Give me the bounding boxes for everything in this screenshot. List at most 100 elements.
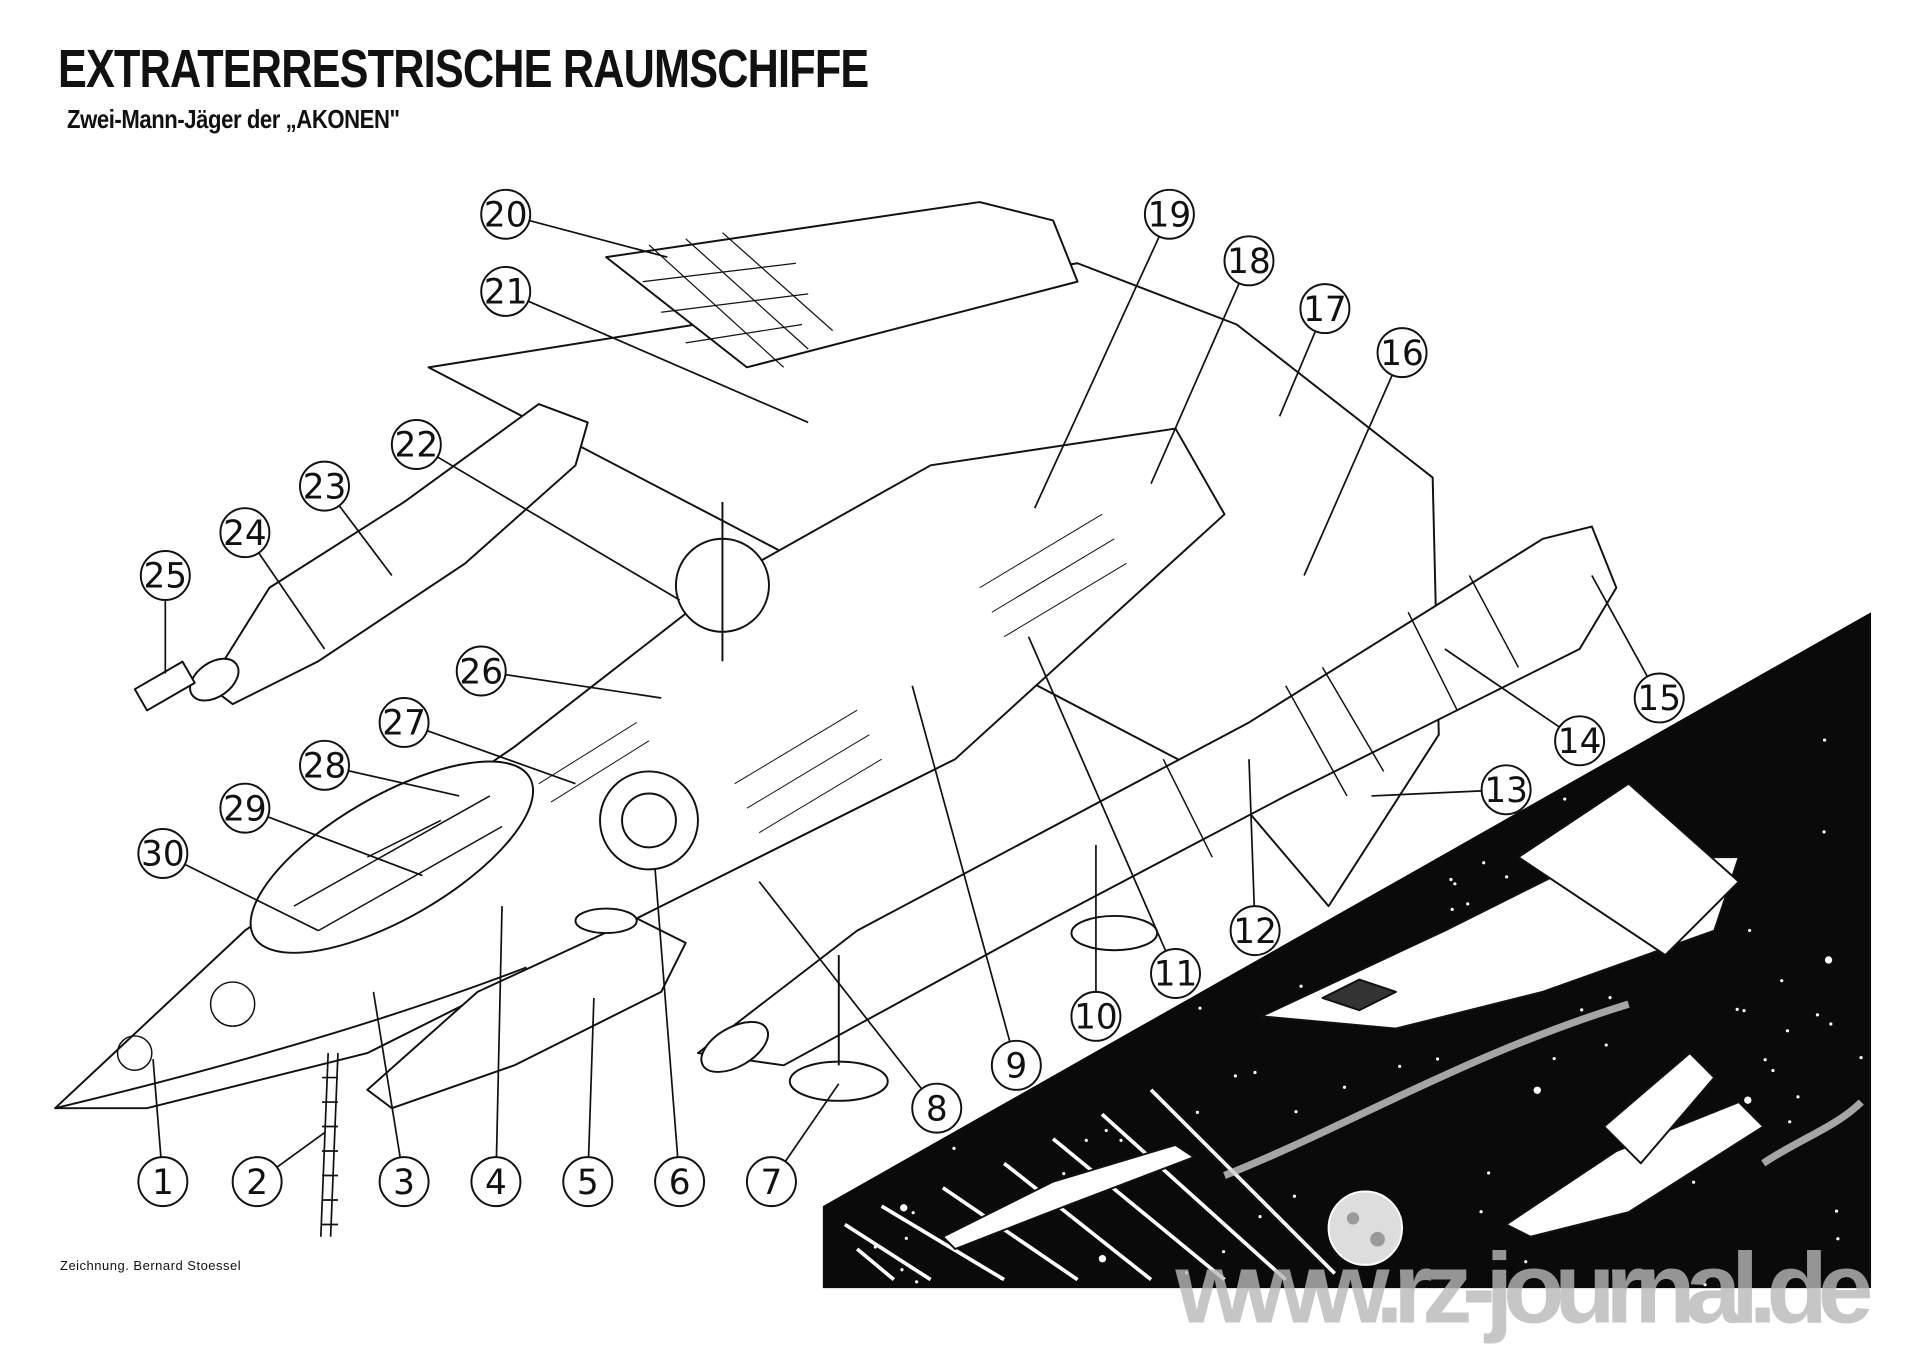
callout-circle [139,550,191,601]
leader-line [1150,282,1240,485]
star [1744,1096,1752,1104]
callout-12: 12 [1229,905,1281,957]
leader-line [529,219,668,258]
callout-circle [219,507,271,559]
callout-19: 19 [1143,188,1195,240]
star [1604,1043,1608,1047]
callout-circle [1299,283,1351,335]
callout-number: 5 [577,1163,599,1203]
leader-line [258,552,326,650]
star [1692,1180,1696,1184]
callout-13: 13 [1480,764,1532,816]
callout-24: 24 [219,507,271,559]
star [1253,1070,1257,1075]
callout-15: 15 [1633,672,1685,724]
right-pod [696,525,1618,1067]
callout-number: 21 [484,273,528,313]
callout-14: 14 [1554,715,1606,767]
leader-line [527,300,809,424]
callout-circle [137,828,189,879]
callout-circle [1070,990,1122,1042]
leader-line [911,685,1011,1042]
callout-28: 28 [299,739,350,791]
star [1505,875,1509,879]
star [1453,882,1457,886]
callout-16: 16 [1376,327,1428,379]
callout-20: 20 [480,188,532,240]
callout-27: 27 [378,696,430,748]
star [1771,1068,1775,1073]
star [1062,1172,1066,1176]
star [1552,1056,1556,1061]
callout-circle [231,1156,283,1208]
star [1742,1009,1746,1013]
callout-8: 8 [911,1082,963,1134]
fin-grid [642,232,834,368]
callout-number: 3 [393,1163,415,1203]
leader-line [1371,790,1482,797]
callout-22: 22 [390,419,442,470]
landing-gear-front [788,1060,889,1102]
watermark-text: www.rz-journal.de [1175,1232,1874,1344]
callout-3: 3 [378,1156,430,1208]
callout-circle [654,1156,706,1208]
background-ship-2 [1505,1052,1765,1238]
star [952,1146,956,1150]
callout-circle [299,739,350,791]
callout-circle [1143,188,1195,240]
callout-number: 16 [1380,334,1424,374]
leader-line [436,456,681,601]
callout-circle [1223,235,1275,287]
star [1788,1120,1792,1124]
leader-line [1591,575,1649,677]
callout-number: 2 [246,1163,268,1203]
landing-gear-rear [1070,914,1159,952]
callout-9: 9 [990,1039,1042,1091]
star [1221,1250,1226,1254]
callout-number: 8 [926,1089,948,1129]
callout-circle [455,645,507,697]
star [900,1268,904,1272]
star [1435,1057,1440,1061]
callout-circle [1633,672,1685,724]
star [1533,1086,1541,1094]
leader-line [587,997,595,1158]
callout-26: 26 [455,645,507,697]
leader-line [372,991,402,1158]
leader-line [152,1059,162,1158]
callout-circle [1229,905,1281,957]
callout-number: 20 [484,196,528,236]
star [1258,1215,1262,1219]
callout-number: 11 [1154,955,1198,995]
space-scene-illustration: www.rz-journal.de [822,612,1874,1344]
callout-23: 23 [299,460,350,512]
star [915,1280,919,1284]
callout-30: 30 [137,828,189,879]
star [1563,797,1567,801]
callout-circle [219,782,271,834]
callout-circle [562,1156,614,1208]
callout-18: 18 [1223,235,1275,287]
star [1098,1255,1107,1263]
callout-number: 19 [1148,196,1192,236]
page-title: EXTRATERRESTRISCHE RAUMSCHIFFE [58,39,869,99]
leader-line [1027,636,1167,952]
star [1482,861,1486,865]
leader-line [184,863,319,932]
callout-circle [1480,764,1532,816]
leader-line [1033,236,1160,509]
callout-circle [378,1156,430,1208]
callout-circle [378,696,430,748]
star [1859,1055,1863,1060]
star [1466,902,1470,906]
callout-number: 10 [1074,998,1118,1038]
missile [941,1143,1195,1250]
star [1184,1271,1188,1275]
star [1104,1128,1108,1133]
star [1824,956,1833,964]
star [1608,996,1612,1000]
star [1292,1194,1297,1198]
star [1822,830,1826,834]
callout-circle [299,460,350,512]
